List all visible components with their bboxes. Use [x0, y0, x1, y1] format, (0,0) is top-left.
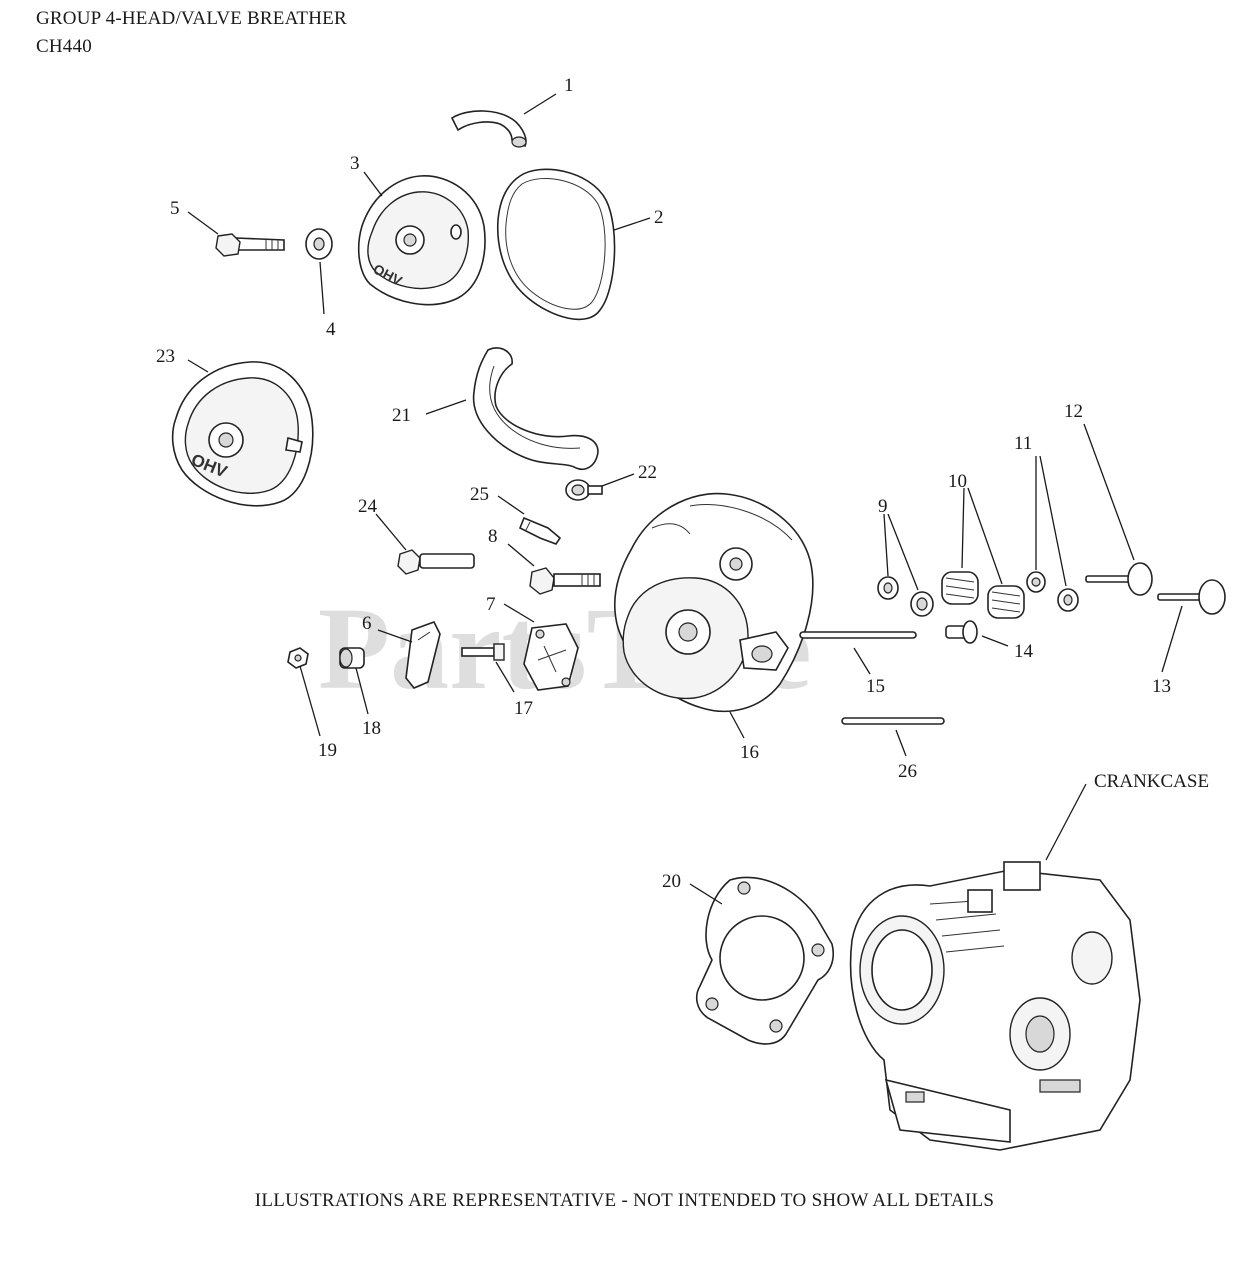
callout-13: 13 [1152, 676, 1171, 697]
part-18-spacer [339, 647, 365, 669]
part-2-valve-cover-gasket [496, 168, 616, 321]
diagram-title: GROUP 4-HEAD/VALVE BREATHER [36, 8, 347, 29]
part-23-breather-cover: OHV [171, 361, 314, 507]
part-12-exhaust-valve [1085, 562, 1153, 596]
part-17-stud [461, 643, 505, 661]
part-4-washer [305, 228, 333, 260]
part-25-stud [518, 516, 562, 545]
callout-10: 10 [948, 471, 967, 492]
callout-2: 2 [654, 207, 664, 228]
part-22-hose-clamp [565, 479, 603, 501]
part-13-intake-valve [1157, 579, 1226, 615]
callout-8: 8 [488, 526, 498, 547]
part-8-bolt [529, 567, 601, 595]
callout-5: 5 [170, 198, 180, 219]
callout-1: 1 [564, 75, 574, 96]
callout-18: 18 [362, 718, 381, 739]
part-26-push-rod [841, 717, 945, 725]
callout-15: 15 [866, 676, 885, 697]
part-10-valve-spring [941, 571, 1025, 619]
part-21-breather-tube [472, 347, 599, 470]
part-15-push-rod [799, 631, 917, 639]
callout-crankcase: CRANKCASE [1094, 771, 1209, 792]
callout-25: 25 [470, 484, 489, 505]
callout-14: 14 [1014, 641, 1034, 662]
part-14-tappet [945, 620, 978, 644]
part-16-cylinder-head [614, 492, 814, 713]
callout-7: 7 [486, 594, 496, 615]
part-9-spring-retainer [877, 576, 934, 617]
callout-4: 4 [326, 319, 336, 340]
callout-19: 19 [318, 740, 337, 761]
callout-22: 22 [638, 462, 657, 483]
callout-24: 24 [358, 496, 378, 517]
part-24-bolt [397, 549, 475, 575]
part-7-breather-plate [523, 623, 579, 691]
callout-20: 20 [662, 871, 681, 892]
callout-9: 9 [878, 496, 888, 517]
callout-21: 21 [392, 405, 411, 426]
callout-26: 26 [898, 761, 917, 782]
part-20-head-gasket [695, 876, 834, 1045]
callout-11: 11 [1014, 433, 1032, 454]
part-11-valve-seal [1026, 571, 1079, 612]
callout-6: 6 [362, 613, 372, 634]
part-1-breather-hose [450, 110, 527, 148]
part-6-rocker-bracket [405, 621, 441, 689]
callout-16: 16 [740, 742, 759, 763]
callout-17: 17 [514, 698, 533, 719]
part-19-nut [287, 647, 309, 669]
leader-lines [187, 93, 1183, 905]
callout-23: 23 [156, 346, 175, 367]
callout-labels: 1 2 3 4 5 6 7 8 9 10 11 12 13 14 15 16 1… [156, 75, 1209, 892]
disclaimer-footer: ILLUSTRATIONS ARE REPRESENTATIVE - NOT I… [254, 1190, 995, 1211]
model-number: CH440 [36, 36, 92, 57]
callout-3: 3 [350, 153, 360, 174]
callout-12: 12 [1064, 401, 1083, 422]
crankcase [849, 861, 1141, 1151]
part-5-bolt [215, 233, 285, 257]
part-3-valve-cover: OHV [357, 175, 486, 306]
